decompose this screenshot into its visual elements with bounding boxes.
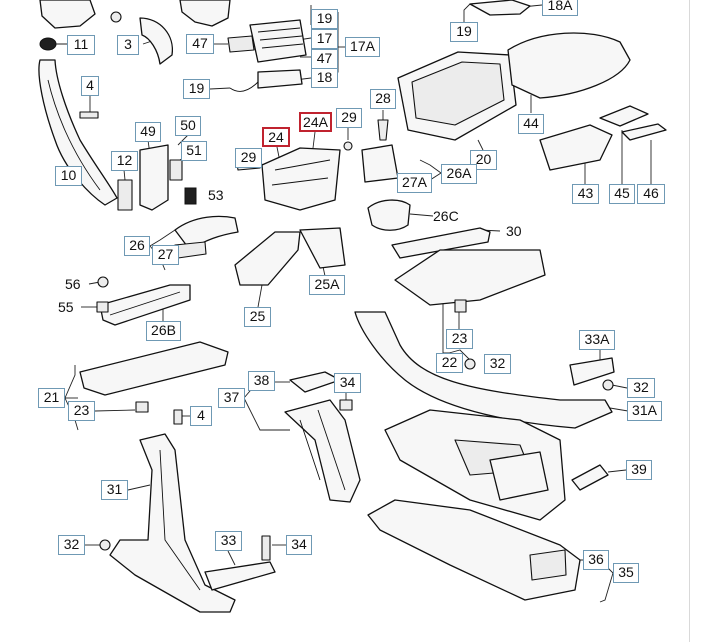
callout-11[interactable]: 11 xyxy=(67,35,95,55)
callout-36[interactable]: 36 xyxy=(583,550,609,570)
tray-43 xyxy=(539,124,613,171)
callout-32[interactable]: 32 xyxy=(58,535,85,555)
armrest-44 xyxy=(507,32,631,99)
panel-21 xyxy=(79,341,229,396)
vent-17 xyxy=(249,19,307,63)
screw-top xyxy=(110,11,122,23)
vent-39 xyxy=(571,464,609,491)
top-left-bezel xyxy=(39,0,96,29)
vent-33 xyxy=(204,561,276,591)
console-base-35 xyxy=(367,499,581,601)
duct-25 xyxy=(234,231,301,286)
callout-23[interactable]: 23 xyxy=(446,329,473,349)
knob-11 xyxy=(39,37,57,51)
duct-26b xyxy=(99,284,191,326)
callout-45[interactable]: 45 xyxy=(609,184,635,204)
callout-26a[interactable]: 26A xyxy=(441,164,477,184)
callout-44[interactable]: 44 xyxy=(518,114,544,134)
callout-24a[interactable]: 24A xyxy=(299,112,332,132)
callout-10[interactable]: 10 xyxy=(55,166,82,186)
callout-3[interactable]: 3 xyxy=(117,35,139,55)
center-duct-24 xyxy=(261,147,341,211)
callout-12[interactable]: 12 xyxy=(111,151,138,171)
vent-26a xyxy=(361,144,399,183)
callout-49[interactable]: 49 xyxy=(135,122,161,142)
trim-31a xyxy=(354,311,613,429)
callout-46[interactable]: 46 xyxy=(637,184,665,204)
callout-43[interactable]: 43 xyxy=(572,184,599,204)
callout-32[interactable]: 32 xyxy=(484,354,511,374)
callout-31[interactable]: 31 xyxy=(101,480,128,500)
callout-39[interactable]: 39 xyxy=(626,460,652,480)
top-clip xyxy=(179,0,231,27)
label-55: 55 xyxy=(58,299,74,315)
switch-12 xyxy=(117,179,133,211)
label-30: 30 xyxy=(506,223,522,239)
callout-47[interactable]: 47 xyxy=(311,49,338,69)
clip-3 xyxy=(139,17,173,65)
callout-51[interactable]: 51 xyxy=(181,141,207,161)
callout-23[interactable]: 23 xyxy=(68,401,95,421)
mat-45 xyxy=(599,105,649,127)
callout-19[interactable]: 19 xyxy=(450,22,478,42)
bezel-38 xyxy=(289,371,341,393)
callout-26b[interactable]: 26B xyxy=(146,321,181,341)
top-right-bracket xyxy=(469,0,531,16)
frame-border xyxy=(689,0,690,642)
duct-25a xyxy=(299,227,346,269)
callout-4[interactable]: 4 xyxy=(190,406,212,426)
clip-53 xyxy=(184,187,197,205)
label-56: 56 xyxy=(65,276,81,292)
callout-18[interactable]: 18 xyxy=(311,68,338,88)
callout-37[interactable]: 37 xyxy=(218,388,245,408)
duct-26c xyxy=(367,199,411,231)
left-trim-10 xyxy=(38,59,118,206)
callout-18a[interactable]: 18A xyxy=(542,0,578,16)
callout-33a[interactable]: 33A xyxy=(579,330,615,350)
callout-47[interactable]: 47 xyxy=(186,34,214,54)
switch-18 xyxy=(257,69,303,89)
callout-25[interactable]: 25 xyxy=(244,307,271,327)
vent-33a xyxy=(569,357,615,386)
callout-22[interactable]: 22 xyxy=(436,353,463,373)
callout-50[interactable]: 50 xyxy=(175,116,201,136)
label-53: 53 xyxy=(208,187,224,203)
callout-38[interactable]: 38 xyxy=(248,371,275,391)
callout-21[interactable]: 21 xyxy=(38,388,65,408)
callout-32[interactable]: 32 xyxy=(627,378,655,398)
screw-4-top xyxy=(79,111,99,119)
label-26c: 26C xyxy=(433,208,459,224)
callout-27[interactable]: 27 xyxy=(152,245,179,265)
callout-29[interactable]: 29 xyxy=(235,148,262,168)
part-36 xyxy=(529,549,567,581)
callout-25a[interactable]: 25A xyxy=(309,275,345,295)
bracket-49 xyxy=(139,144,169,211)
callout-31a[interactable]: 31A xyxy=(627,401,662,421)
callout-34[interactable]: 34 xyxy=(286,535,312,555)
callout-19[interactable]: 19 xyxy=(183,79,210,99)
callout-24[interactable]: 24 xyxy=(262,127,290,147)
callout-27a[interactable]: 27A xyxy=(397,173,432,193)
callout-33[interactable]: 33 xyxy=(215,531,242,551)
mat-46 xyxy=(621,123,667,141)
callout-35[interactable]: 35 xyxy=(613,563,639,583)
callout-17a[interactable]: 17A xyxy=(345,37,380,57)
callout-29[interactable]: 29 xyxy=(336,108,362,128)
callout-17[interactable]: 17 xyxy=(311,29,338,49)
callout-34[interactable]: 34 xyxy=(334,373,361,393)
callout-19[interactable]: 19 xyxy=(311,9,338,29)
callout-28[interactable]: 28 xyxy=(370,89,396,109)
callout-26[interactable]: 26 xyxy=(124,236,150,256)
callout-4[interactable]: 4 xyxy=(81,76,99,96)
duct-31 xyxy=(109,433,236,613)
panel-22 xyxy=(394,249,546,306)
duct-37 xyxy=(284,399,361,503)
duct-30 xyxy=(391,227,491,259)
